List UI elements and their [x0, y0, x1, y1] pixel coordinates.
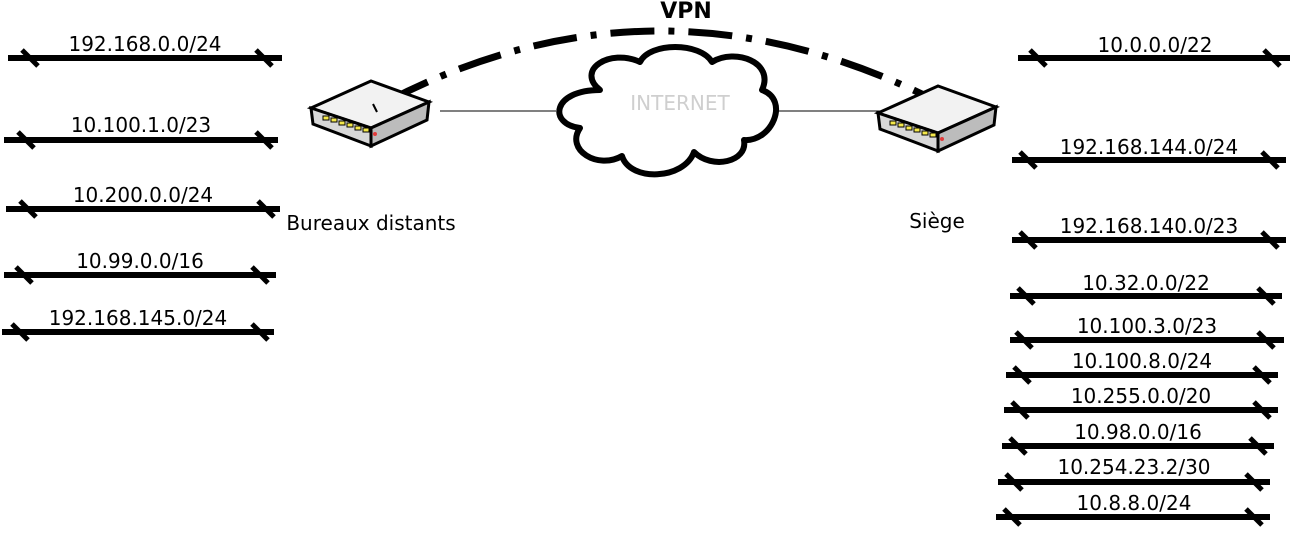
network-label: 192.168.145.0/24 [49, 306, 228, 330]
network-label: 10.255.0.0/20 [1071, 384, 1211, 408]
network-label: 192.168.140.0/23 [1060, 214, 1239, 238]
vpn-label: VPN [660, 0, 712, 24]
network-label: 10.99.0.0/16 [76, 249, 204, 273]
network-segment: 10.100.1.0/23 [4, 113, 278, 150]
internet-cloud-icon: INTERNET [556, 44, 780, 178]
network-segment: 10.254.23.2/30 [998, 455, 1270, 492]
network-segment: 10.200.0.0/24 [6, 183, 280, 219]
network-segment: 192.168.0.0/24 [8, 32, 282, 68]
network-segment: 10.32.0.0/22 [1010, 271, 1282, 306]
network-label: 10.0.0.0/22 [1098, 33, 1213, 57]
remote-router-icon [306, 79, 433, 149]
network-label: 10.254.23.2/30 [1057, 455, 1210, 479]
internet-label: INTERNET [630, 91, 730, 115]
network-label: 10.100.1.0/23 [71, 113, 211, 137]
network-label: 10.100.3.0/23 [1077, 314, 1217, 338]
network-segment: 192.168.140.0/23 [1012, 214, 1286, 250]
hq-router-icon [873, 84, 1000, 154]
network-label: 10.8.8.0/24 [1077, 491, 1192, 515]
network-segment: 10.99.0.0/16 [4, 249, 276, 285]
network-label: 10.100.8.0/24 [1072, 349, 1212, 373]
network-segment: 192.168.144.0/24 [1012, 135, 1286, 170]
remote-site-label: Bureaux distants [286, 211, 455, 235]
hq-networks: 10.0.0.0/22 192.168.144.0/24 192.168.140… [996, 33, 1290, 527]
network-label: 10.32.0.0/22 [1082, 271, 1210, 295]
vpn-tunnel-arc [386, 27, 942, 107]
network-segment: 10.98.0.0/16 [1002, 420, 1274, 456]
network-label: 192.168.0.0/24 [68, 32, 221, 56]
network-segment: 10.8.8.0/24 [996, 491, 1270, 527]
remote-networks: 192.168.0.0/24 10.100.1.0/23 10.200.0.0/… [2, 32, 282, 342]
network-segment: 10.0.0.0/22 [1018, 33, 1290, 68]
network-label: 192.168.144.0/24 [1060, 135, 1239, 159]
network-label: 10.200.0.0/24 [73, 183, 213, 207]
network-label: 10.98.0.0/16 [1074, 420, 1202, 444]
network-segment: 10.255.0.0/20 [1004, 384, 1278, 420]
network-segment: 10.100.3.0/23 [1010, 314, 1284, 350]
hq-site-label: Siège [909, 209, 965, 233]
network-segment: 10.100.8.0/24 [1006, 349, 1278, 385]
network-segment: 192.168.145.0/24 [2, 306, 274, 342]
